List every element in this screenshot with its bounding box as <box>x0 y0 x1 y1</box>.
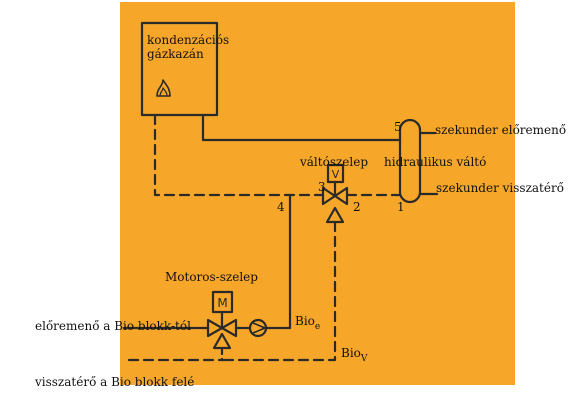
switch-valve-label: váltószelep <box>300 155 369 169</box>
port-5: 5 <box>394 120 402 134</box>
switching-valve <box>321 163 349 224</box>
bio-e-line <box>261 193 292 330</box>
valve-actuator-letter: V <box>332 168 340 181</box>
bio-v-label: BioV <box>341 346 368 364</box>
boiler-supply-line <box>201 113 402 142</box>
boiler-label-line2: gázkazán <box>147 47 204 61</box>
hydraulic-switch-vessel <box>398 118 422 204</box>
supply-from-bio-label: előremenő a Bio blokk-tól <box>35 319 191 333</box>
bio-e-label: Bioe <box>295 314 321 332</box>
boiler-box <box>140 21 219 117</box>
flame-icon <box>156 79 171 97</box>
port-3: 3 <box>318 180 326 194</box>
port-4: 4 <box>277 200 285 214</box>
port-1: 1 <box>397 200 405 214</box>
boiler-return-line <box>153 113 325 197</box>
motor-valve-label: Motoros-szelep <box>165 270 258 284</box>
boiler-label-line1: kondenzációs <box>147 33 230 47</box>
port-2: 2 <box>353 200 361 214</box>
secondary-return-label: szekunder visszatérő <box>436 181 564 195</box>
bio-v-line <box>226 220 337 362</box>
secondary-supply-label: szekunder előremenő <box>435 123 567 137</box>
motor-actuator-letter: M <box>217 296 227 310</box>
return-to-bio-label: visszatérő a Bio blokk felé <box>35 375 195 389</box>
diagram-background <box>120 2 515 385</box>
hydraulic-switch-label: hidraulikus váltó <box>384 155 487 169</box>
